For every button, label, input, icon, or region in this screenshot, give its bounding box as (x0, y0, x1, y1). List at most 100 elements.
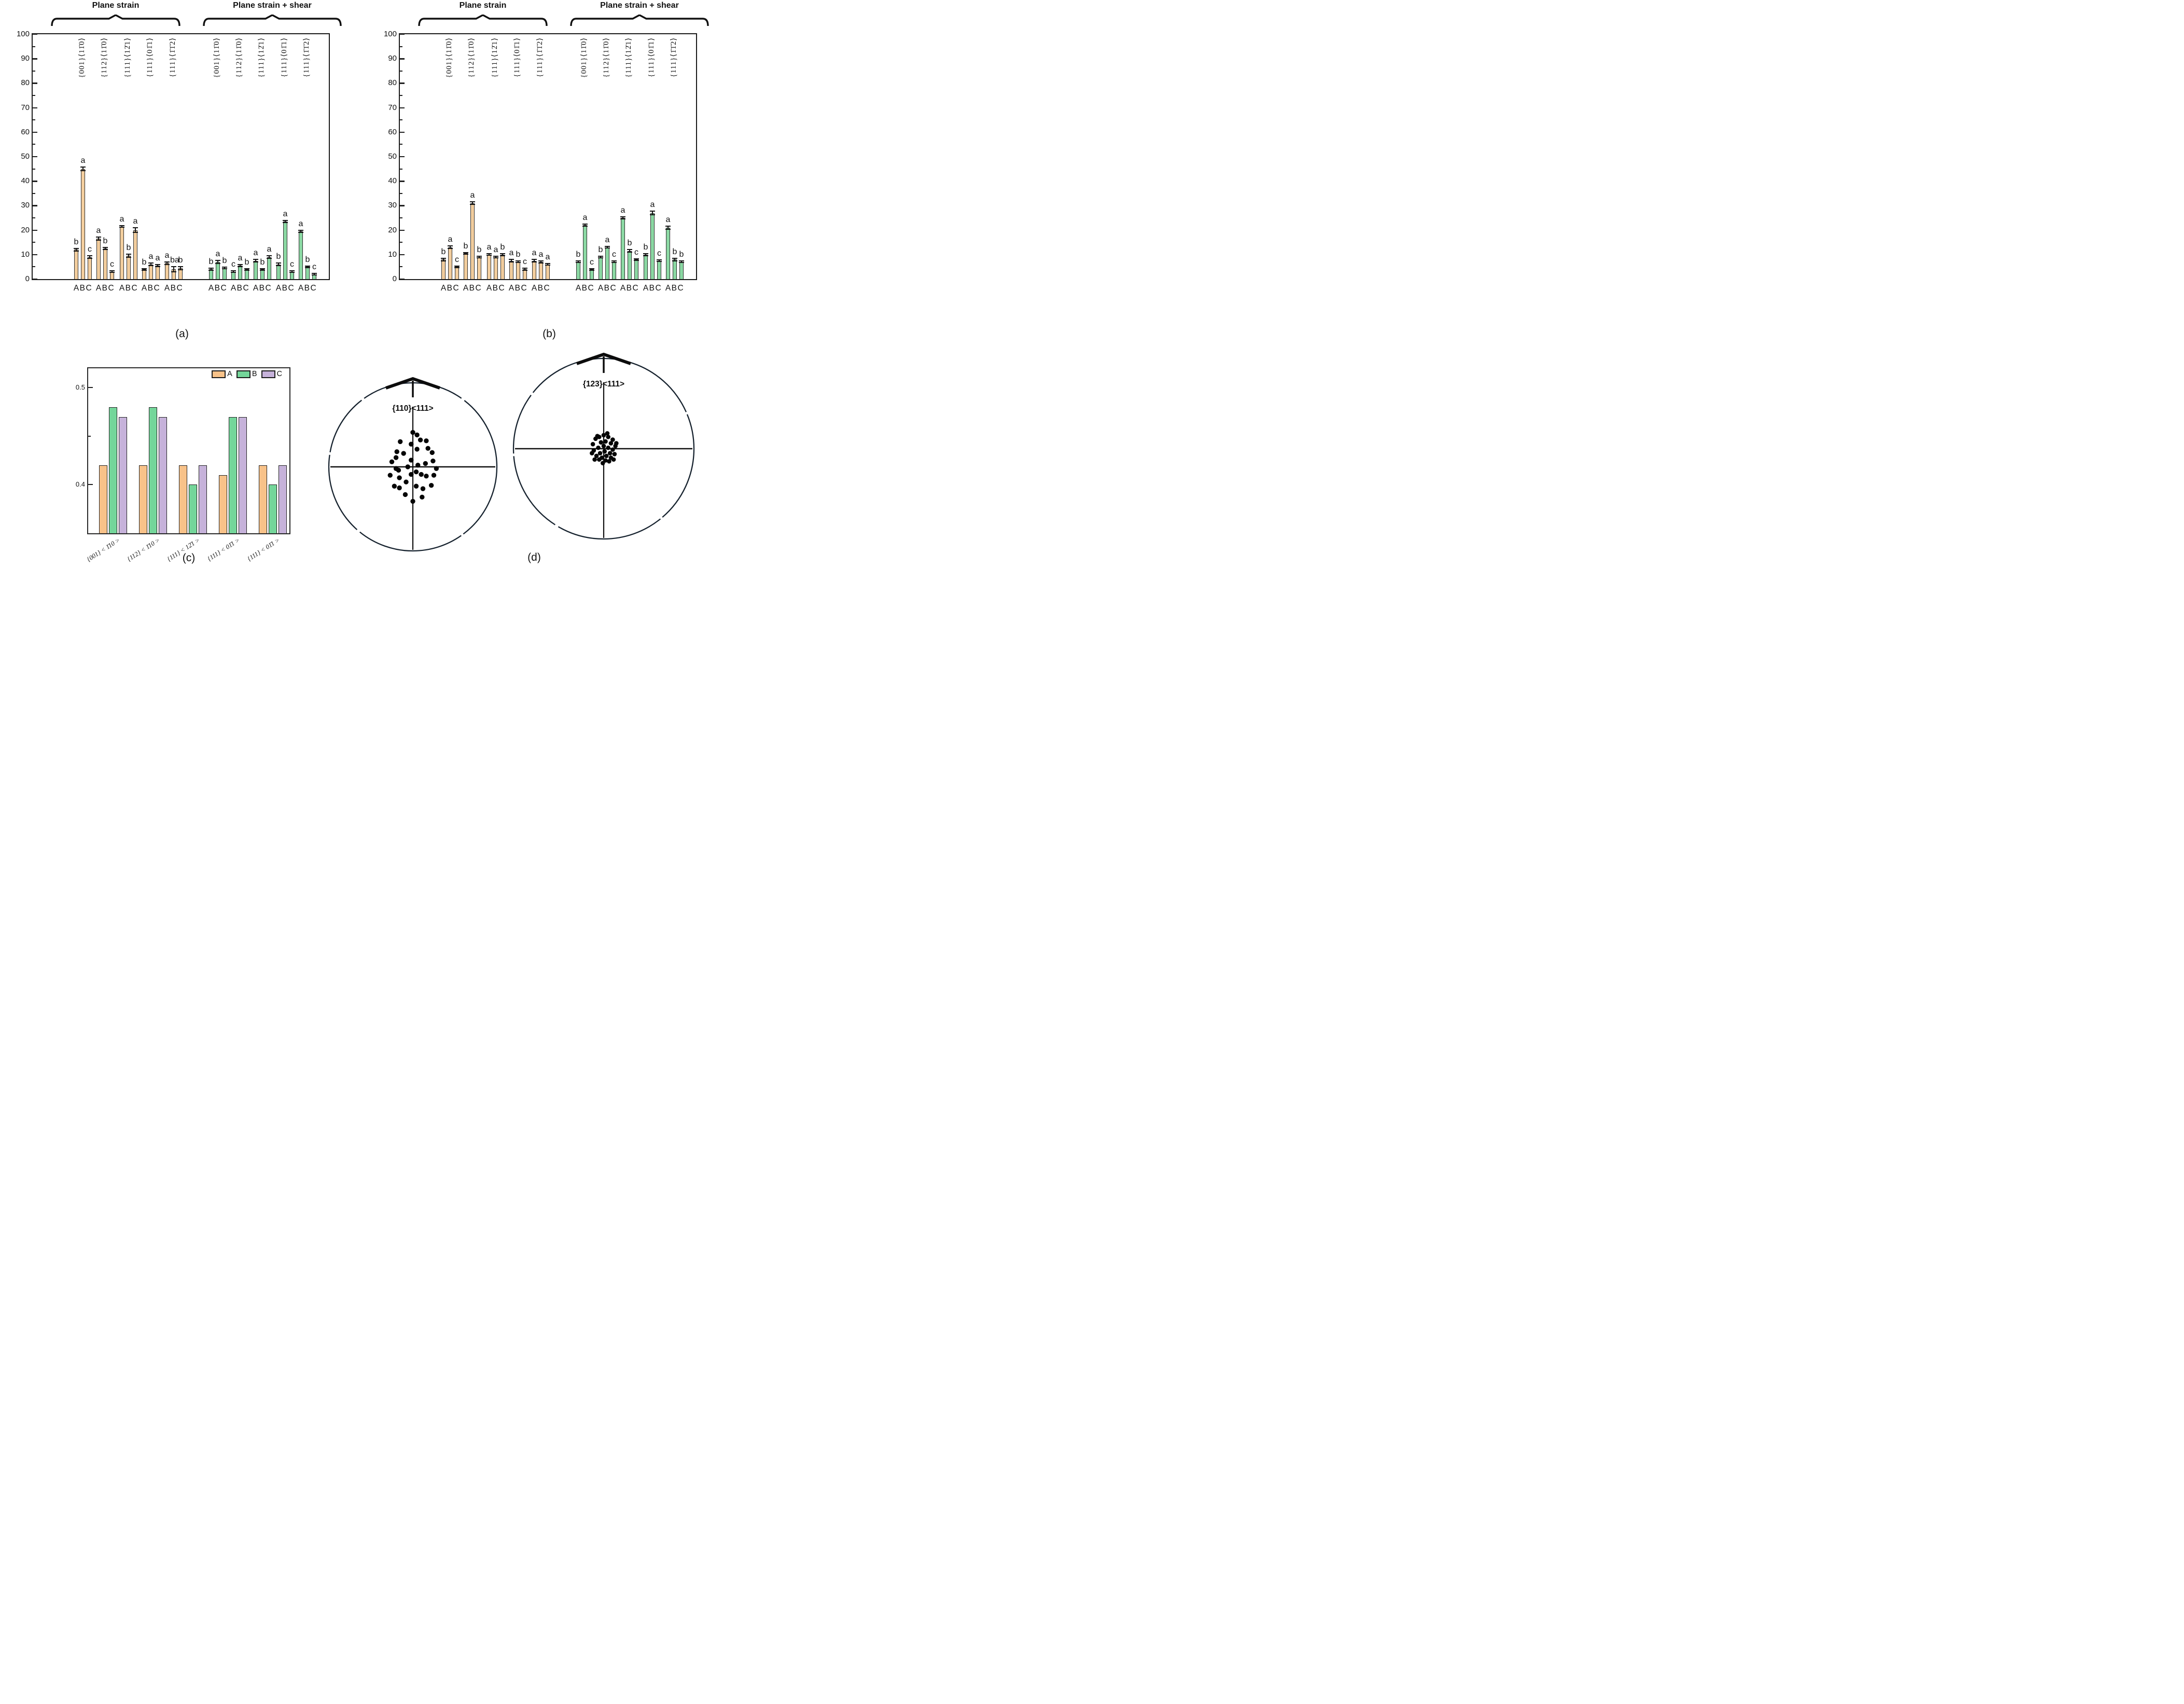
pole-dot (409, 441, 414, 447)
y-axis-tick (33, 217, 35, 218)
orientation-label: {111}⟨01̄1⟩ (280, 37, 288, 78)
error-bar (448, 245, 453, 249)
y-axis-tick-label: 80 (388, 78, 397, 88)
pole-dot (393, 455, 399, 460)
legend-label-b: B (252, 370, 257, 378)
y-axis-tick-label: 50 (21, 152, 30, 161)
pole-dot (595, 434, 600, 438)
pole-dot (603, 458, 608, 463)
significance-letter: b (679, 250, 684, 259)
orientation-label: {112}⟨11̄0⟩ (602, 37, 610, 78)
bar-b (127, 256, 131, 279)
error-bar (244, 268, 249, 271)
y-axis-tick (400, 107, 405, 108)
bar-b (628, 251, 632, 279)
bar-a (139, 465, 147, 533)
bar-c (477, 257, 481, 279)
y-axis-tick (33, 254, 37, 256)
bar-a (74, 250, 78, 279)
y-axis-tick-label: 60 (388, 127, 397, 136)
pole-dot (428, 482, 434, 488)
y-axis-tick (400, 266, 402, 268)
significance-letter: c (590, 257, 594, 267)
significance-letter: a (620, 205, 625, 215)
bar-c (222, 268, 227, 279)
y-axis-tick-label: 100 (383, 30, 397, 38)
y-axis-tick (33, 205, 37, 206)
bar-a (509, 260, 513, 279)
pole-dot (410, 430, 415, 435)
pole-dot (423, 461, 428, 466)
panel-c-caption: (c) (182, 552, 196, 564)
legend-label-c: C (276, 370, 282, 378)
significance-letter: b (627, 239, 632, 248)
significance-letter: b (222, 256, 227, 266)
x-category-label: {001} < 1̄10 > (85, 536, 121, 563)
bar-a (441, 259, 446, 279)
error-bar (679, 260, 684, 264)
significance-letter: b (74, 237, 79, 246)
error-bar (470, 201, 475, 205)
error-bar (605, 245, 610, 249)
error-bar (103, 246, 108, 251)
error-bar (509, 258, 514, 263)
error-bar (155, 264, 160, 268)
pole-dot (592, 457, 597, 462)
bar-category-labels: ABC (298, 284, 317, 293)
y-axis-tick-label: 0.4 (75, 480, 85, 489)
bar-a (209, 269, 213, 279)
bar-c (455, 267, 459, 279)
error-bar (634, 258, 639, 261)
pole-dot (606, 445, 610, 450)
y-axis-minor-tick (88, 435, 91, 437)
significance-letter: b (477, 245, 482, 254)
legend-label-a: A (227, 370, 232, 378)
legend-swatch-a (212, 370, 226, 378)
pole-dot (611, 457, 616, 462)
bar-b (229, 417, 237, 533)
legend-swatch-b (236, 370, 251, 378)
pole-figure-label: {123}<111> (583, 380, 624, 389)
error-bar (500, 253, 505, 257)
orientation-label: {001}⟨11̄0⟩ (213, 37, 221, 78)
significance-letter: a (605, 235, 610, 244)
error-bar (80, 167, 86, 171)
bar-b (260, 269, 265, 279)
bar-category-labels: ABC (440, 284, 460, 293)
error-bar (238, 264, 243, 268)
pole-dot (430, 458, 436, 464)
significance-letter: a (448, 235, 453, 244)
section-label-plane-strain-shear: Plane strain + shear (600, 1, 679, 10)
bar-c (133, 230, 137, 279)
significance-letter: b (643, 242, 648, 252)
pole-dot (614, 441, 619, 446)
y-axis-tick (400, 95, 402, 96)
bar-b (650, 213, 655, 279)
pole-dot (413, 483, 419, 489)
significance-letter: b (103, 236, 108, 245)
significance-letter: a (298, 219, 303, 228)
pole-dot (610, 437, 615, 442)
orientation-label: {111}⟨12̄1⟩ (491, 37, 499, 78)
bar-b (149, 407, 157, 533)
error-bar (119, 225, 124, 228)
error-bar (126, 253, 131, 258)
pole-dot (599, 440, 604, 445)
pole-dot (409, 472, 414, 477)
pole-dot (396, 467, 401, 473)
pole-dot (603, 439, 608, 444)
significance-letter: a (486, 243, 492, 252)
pole-dot (401, 451, 406, 456)
orientation-label: {111}⟨01̄1⟩ (647, 37, 656, 78)
error-bar (650, 211, 655, 215)
bar-a (666, 227, 670, 279)
pole-dot (405, 464, 410, 469)
bar-category-labels: ABC (665, 284, 685, 293)
top-chevron-icon (385, 377, 440, 390)
significance-letter: a (545, 253, 550, 262)
pole-dot (425, 446, 430, 451)
significance-letter: a (215, 250, 220, 259)
significance-letter: c (290, 260, 294, 269)
pole-dot (601, 444, 606, 449)
